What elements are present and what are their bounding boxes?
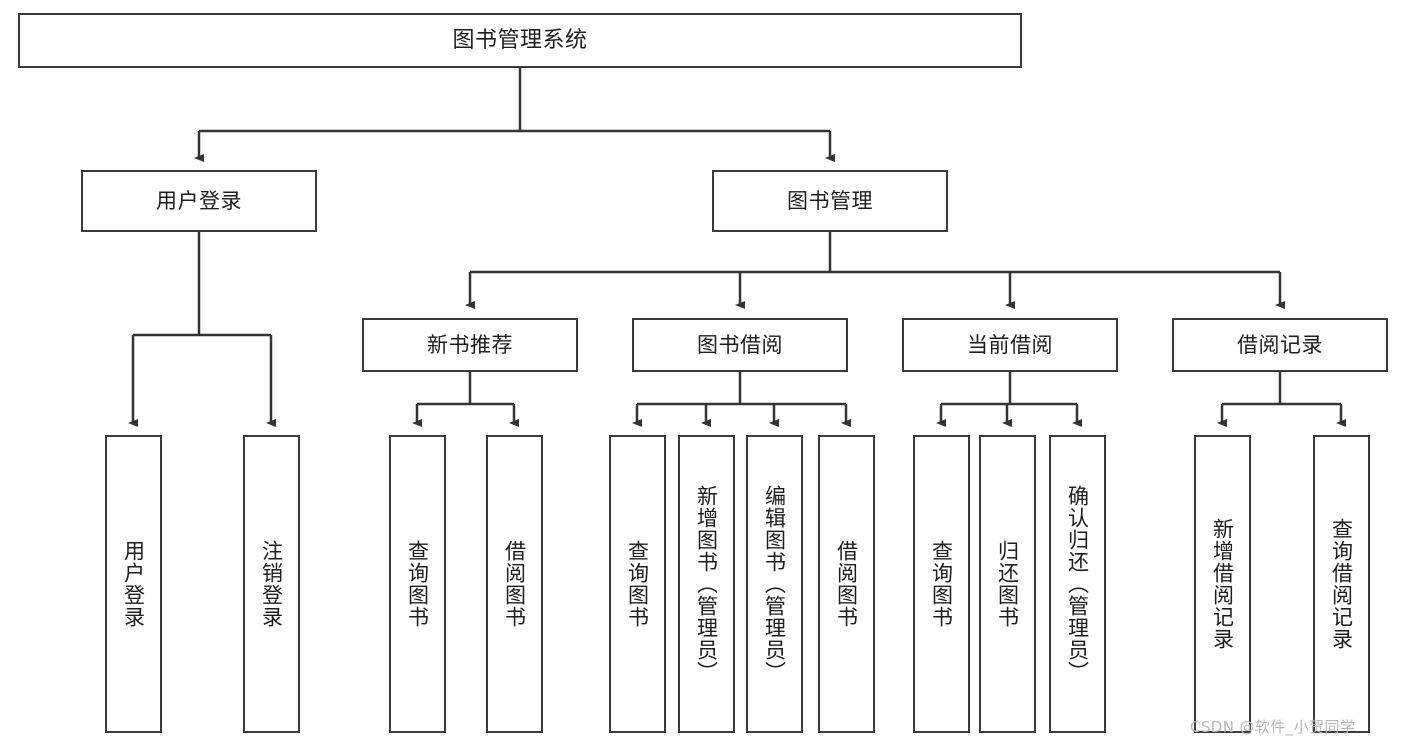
leaf-record-query-record[interactable]: 查询借阅记录 [1313, 435, 1370, 733]
leaf-current-query-book[interactable]: 查询图书 [913, 435, 970, 733]
node-label: 图书管理系统 [452, 27, 588, 53]
node-book-borrow[interactable]: 图书借阅 [632, 318, 848, 372]
leaf-user-login-login[interactable]: 用户登录 [105, 435, 162, 733]
leaf-current-confirm-return-admin[interactable]: 确认归还（管理员） [1049, 435, 1106, 733]
node-new-book-recommend[interactable]: 新书推荐 [362, 318, 578, 372]
node-label: 借阅图书 [502, 540, 527, 628]
leaf-recommend-borrow-book[interactable]: 借阅图书 [486, 435, 543, 733]
leaf-borrow-edit-book-admin[interactable]: 编辑图书（管理员） [746, 435, 803, 733]
node-current-borrow[interactable]: 当前借阅 [902, 318, 1118, 372]
node-label: 用户登录 [121, 540, 146, 628]
node-book-management[interactable]: 图书管理 [712, 170, 948, 232]
leaf-borrow-borrow-book[interactable]: 借阅图书 [818, 435, 875, 733]
node-label: 归还图书 [995, 540, 1020, 628]
node-label: 当前借阅 [967, 332, 1053, 357]
leaf-recommend-query-book[interactable]: 查询图书 [389, 435, 446, 733]
leaf-user-login-logout[interactable]: 注销登录 [243, 435, 300, 733]
node-label: 查询图书 [625, 540, 650, 628]
leaf-current-return-book[interactable]: 归还图书 [979, 435, 1036, 733]
leaf-borrow-query-book[interactable]: 查询图书 [609, 435, 666, 733]
node-label: 新增借阅记录 [1210, 518, 1235, 650]
node-label: 查询图书 [929, 540, 954, 628]
leaf-record-add-record[interactable]: 新增借阅记录 [1194, 435, 1251, 733]
node-label: 借阅图书 [834, 540, 859, 628]
node-label: 注销登录 [259, 540, 284, 628]
node-label: 查询借阅记录 [1329, 518, 1354, 650]
node-user-login[interactable]: 用户登录 [81, 170, 317, 232]
node-root-book-management-system[interactable]: 图书管理系统 [18, 13, 1022, 68]
leaf-borrow-add-book-admin[interactable]: 新增图书（管理员） [678, 435, 735, 733]
node-label: 借阅记录 [1237, 332, 1323, 357]
node-label: 新增图书（管理员） [694, 485, 719, 683]
node-label: 新书推荐 [427, 332, 513, 357]
node-label: 图书借阅 [697, 332, 783, 357]
csdn-watermark: CSDN @软件_小贺同学 [1190, 718, 1356, 736]
node-label: 编辑图书（管理员） [762, 485, 787, 683]
node-label: 图书管理 [787, 188, 873, 213]
node-label: 查询图书 [405, 540, 430, 628]
node-label: 确认归还（管理员） [1065, 485, 1090, 683]
node-borrow-record[interactable]: 借阅记录 [1172, 318, 1388, 372]
node-label: 用户登录 [156, 188, 242, 213]
